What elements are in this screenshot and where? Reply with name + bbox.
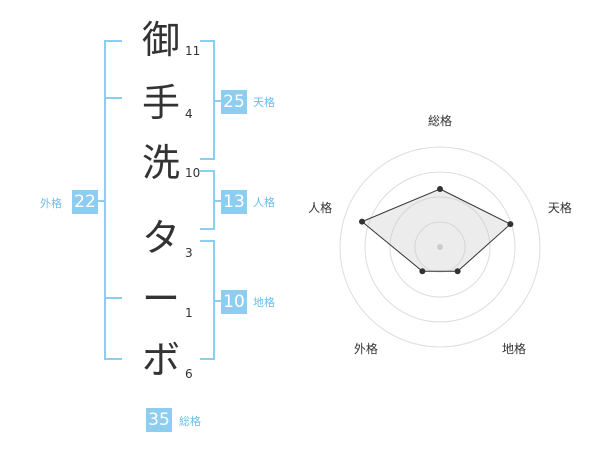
- sou-kaku-value: 35: [146, 408, 172, 432]
- radar-point-3: [454, 268, 461, 275]
- ten-kaku-value: 25: [221, 90, 247, 114]
- outer-bracket: [104, 40, 122, 360]
- stroke-count-1: 11: [185, 44, 201, 58]
- radar-axis-label-4: 外格: [354, 341, 378, 356]
- radar-point-2: [507, 221, 514, 228]
- name-char-1: 御: [141, 18, 180, 62]
- radar-ring: [414, 221, 466, 273]
- jin-bracket-connector: [215, 200, 221, 202]
- outer-bracket-tick-1: [104, 97, 122, 99]
- jin-kaku-value: 13: [221, 190, 247, 214]
- radar-center: [437, 244, 443, 250]
- ten-kaku-label: 天格: [253, 96, 275, 109]
- name-char-3: 洗: [141, 141, 180, 185]
- gai-kaku-value: 22: [72, 190, 98, 214]
- stroke-count-6: 6: [185, 367, 193, 381]
- jin-bracket: [200, 170, 215, 230]
- outer-bracket-tick-2: [104, 297, 122, 299]
- radar-axis-label-1: 総格: [428, 113, 452, 128]
- gai-kaku-label: 外格: [40, 197, 62, 210]
- ten-bracket-connector: [215, 100, 221, 102]
- name-char-2: 手: [141, 81, 180, 125]
- radar-axis-label-3: 地格: [502, 341, 526, 356]
- chi-bracket: [200, 240, 215, 360]
- sou-kaku-label: 総格: [179, 415, 201, 428]
- chi-kaku-value: 10: [221, 290, 247, 314]
- jin-kaku-label: 人格: [253, 196, 275, 209]
- radar-ring: [389, 196, 491, 298]
- ten-bracket: [200, 40, 215, 160]
- outer-bracket-connector: [96, 200, 104, 202]
- radar-point-5: [359, 218, 366, 225]
- radar-axis-label-2: 天格: [548, 200, 572, 215]
- stroke-count-2: 4: [185, 107, 193, 121]
- radar-point-4: [419, 268, 426, 275]
- stroke-count-3: 10: [185, 166, 201, 180]
- radar-polygon: [361, 188, 512, 272]
- name-char-6: ボ: [141, 338, 180, 382]
- radar-ring: [339, 146, 541, 348]
- chi-bracket-connector: [215, 300, 221, 302]
- name-char-5: ー: [141, 277, 180, 321]
- chi-kaku-label: 地格: [253, 296, 275, 309]
- stroke-count-5: 1: [185, 306, 193, 320]
- name-char-4: タ: [141, 216, 180, 260]
- radar-axis-label-5: 人格: [308, 200, 332, 215]
- radar-ring: [364, 171, 516, 323]
- stroke-count-4: 3: [185, 246, 193, 260]
- radar-point-1: [437, 186, 443, 192]
